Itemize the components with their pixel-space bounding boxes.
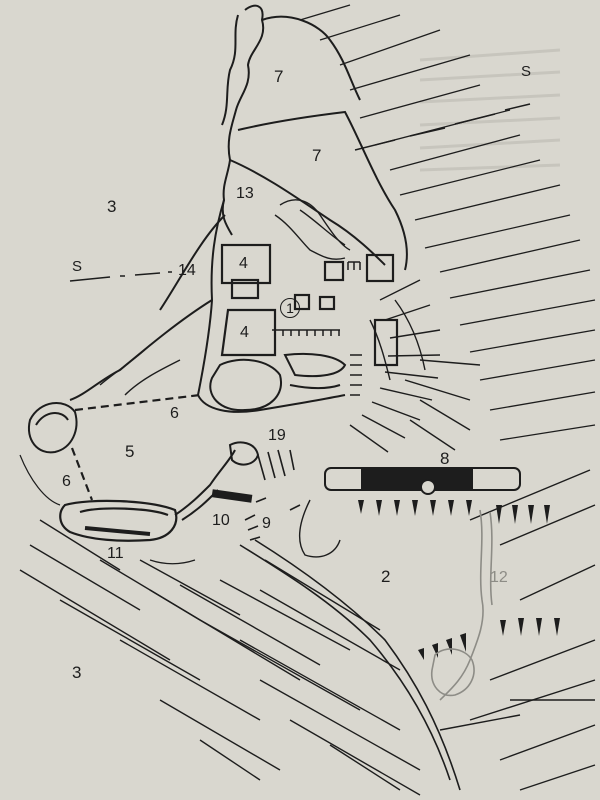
area-label-19: 19 [268, 427, 286, 444]
section-line-w [69, 271, 172, 282]
area-label-6-left: 6 [62, 473, 71, 490]
spike-row-8 [358, 500, 550, 524]
gate-19-marks [244, 449, 301, 541]
rubble-blob [209, 352, 347, 412]
building-4-box [220, 243, 277, 357]
building-11 [59, 499, 178, 542]
section-mark-w: S [72, 258, 83, 275]
area-label-9: 9 [262, 515, 271, 532]
faint-feature-12 [430, 509, 493, 701]
slope-hatching-sw [19, 519, 421, 796]
bleed-through-text [419, 48, 561, 172]
palisade-marks [272, 261, 362, 396]
radial-hatching [349, 279, 481, 453]
area-label-10: 10 [212, 512, 230, 529]
area-label-11: 11 [107, 545, 124, 562]
slope-hatching-se [439, 469, 596, 791]
west-tower-blob [27, 401, 78, 454]
section-mark-ne: S [521, 63, 532, 80]
area-label-6-right: 6 [170, 405, 179, 422]
wall-6 [70, 393, 201, 501]
west-slope-marks [19, 454, 196, 565]
road [239, 539, 461, 791]
area-label-7-lower: 7 [312, 146, 322, 165]
area-label-4-box: 4 [239, 255, 248, 272]
building-8 [324, 467, 521, 495]
spike-row-12 [418, 618, 560, 660]
area-label-14: 14 [178, 262, 196, 279]
wall-10 [211, 489, 253, 503]
area-label-8: 8 [440, 449, 450, 468]
area-label-5: 5 [125, 442, 135, 461]
area-label-3-top: 3 [107, 197, 117, 216]
area-label-12: 12 [490, 569, 508, 586]
area-label-7-upper: 7 [274, 67, 284, 86]
area-label-1: 1 [280, 298, 300, 318]
rubble-textures [99, 199, 426, 558]
slope-hatching-ne [299, 4, 596, 441]
area-label-3-bottom: 3 [72, 663, 82, 682]
area-label-2: 2 [381, 567, 391, 586]
area-label-13: 13 [236, 185, 254, 202]
area-label-4-lower: 4 [240, 324, 249, 341]
